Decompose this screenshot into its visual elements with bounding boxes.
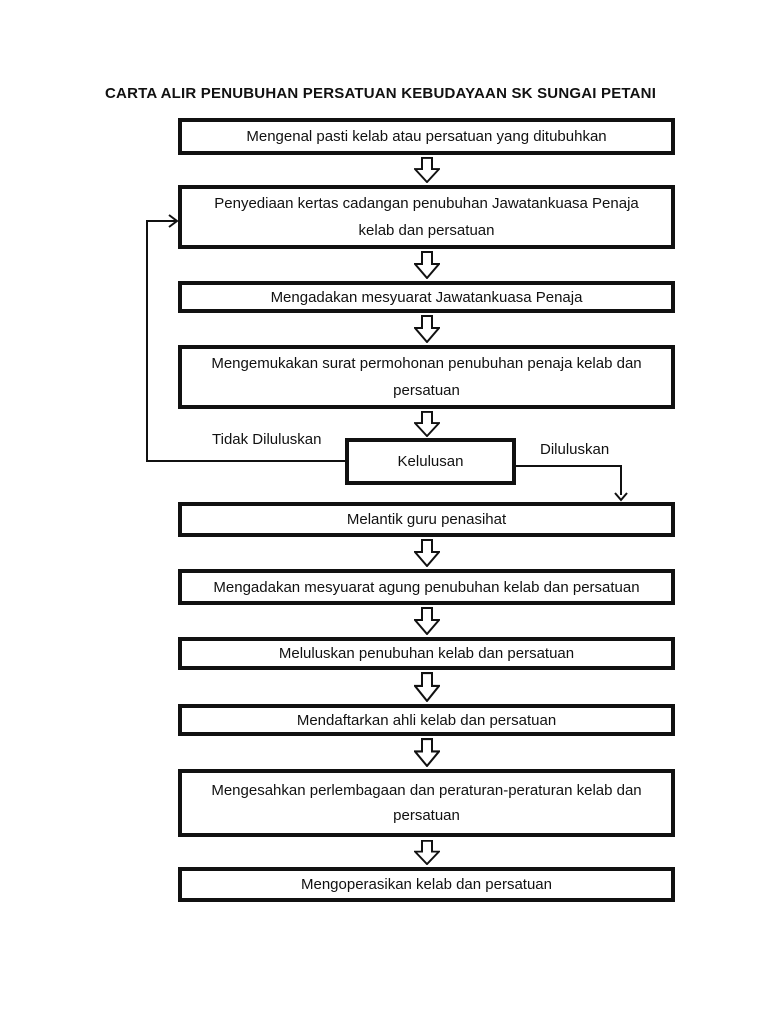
- down-arrow-icon: [414, 251, 440, 279]
- connector-approved-horizontal: [514, 465, 622, 467]
- flow-step-approve-establishment: Meluluskan penubuhan kelab dan persatuan: [178, 637, 675, 670]
- connector-approved-vertical: [620, 465, 622, 495]
- connector-rejected-vertical: [146, 220, 148, 462]
- flow-step-prepare-proposal: Penyediaan kertas cadangan penubuhan Jaw…: [178, 185, 675, 249]
- down-arrow-icon: [414, 157, 440, 183]
- down-arrow-icon: [414, 840, 440, 865]
- flow-step-label: Mengemukakan surat permohonan penubuhan …: [211, 355, 642, 399]
- flow-step-label: Penyediaan kertas cadangan penubuhan Jaw…: [214, 195, 639, 239]
- down-arrow-icon: [414, 738, 440, 767]
- flow-step-label: Melantik guru penasihat: [346, 511, 507, 528]
- flow-step-identify-club: Mengenal pasti kelab atau persatuan yang…: [178, 118, 675, 155]
- down-arrow-icon: [414, 315, 440, 343]
- flow-step-label: Meluluskan penubuhan kelab dan persatuan: [278, 645, 575, 662]
- flow-step-label: Mengoperasikan kelab dan persatuan: [300, 876, 552, 893]
- flow-step-appoint-advisor: Melantik guru penasihat: [178, 502, 675, 537]
- down-arrow-icon: [414, 607, 440, 635]
- arrowhead-down-icon: [614, 492, 628, 502]
- branch-label-approved: Diluluskan: [540, 441, 610, 458]
- flow-step-register-members: Mendaftarkan ahli kelab dan persatuan: [178, 704, 675, 736]
- flow-step-label: Mengesahkan perlembagaan dan peraturan-p…: [211, 782, 642, 824]
- flow-step-general-meeting: Mengadakan mesyuarat agung penubuhan kel…: [178, 569, 675, 605]
- page-title: CARTA ALIR PENUBUHAN PERSATUAN KEBUDAYAA…: [105, 85, 657, 102]
- flow-step-label: Mendaftarkan ahli kelab dan persatuan: [296, 711, 557, 729]
- flow-step-label: Mengenal pasti kelab atau persatuan yang…: [246, 128, 607, 145]
- down-arrow-icon: [414, 672, 440, 702]
- flow-step-label: Mengadakan mesyuarat agung penubuhan kel…: [213, 578, 640, 596]
- flow-step-submit-application: Mengemukakan surat permohonan penubuhan …: [178, 345, 675, 409]
- down-arrow-icon: [414, 539, 440, 567]
- flow-decision-label: Kelulusan: [397, 453, 464, 470]
- arrowhead-right-icon: [168, 214, 179, 228]
- connector-rejected-return: [146, 220, 176, 222]
- flow-step-confirm-constitution: Mengesahkan perlembagaan dan peraturan-p…: [178, 769, 675, 837]
- branch-label-rejected: Tidak Diluluskan: [212, 431, 322, 448]
- flow-step-label: Mengadakan mesyuarat Jawatankuasa Penaja: [270, 288, 583, 306]
- flow-step-committee-meeting: Mengadakan mesyuarat Jawatankuasa Penaja: [178, 281, 675, 313]
- down-arrow-icon: [414, 411, 440, 437]
- flow-decision-approval: Kelulusan: [345, 438, 516, 485]
- connector-rejected-horizontal: [146, 460, 347, 462]
- flow-step-operate-club: Mengoperasikan kelab dan persatuan: [178, 867, 675, 902]
